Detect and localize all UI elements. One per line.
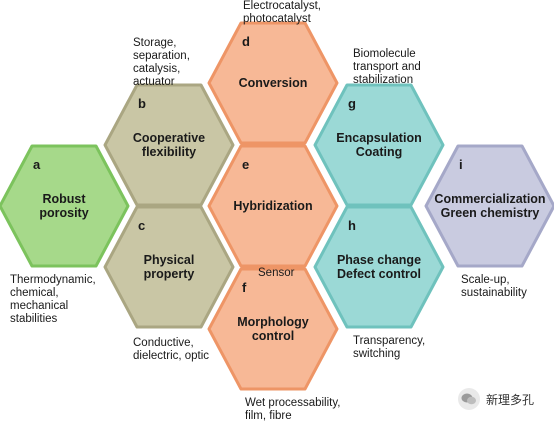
hexagon-d-letter: d	[242, 34, 250, 49]
hexagon-b-title-line: flexibility	[142, 145, 196, 159]
hexagon-b-shape	[103, 83, 235, 207]
hexagon-g-title-line: Coating	[356, 145, 403, 159]
hexagon-b-title-line: Cooperative	[133, 131, 205, 145]
hexagon-f-letter: f	[242, 280, 247, 295]
note-physical: Conductive, dielectric, optic	[133, 337, 210, 362]
hexagon-b-letter: b	[138, 96, 146, 111]
hexagon-d-shape	[207, 21, 339, 145]
note-conversion: Electrocatalyst, photocatalyst	[243, 0, 321, 25]
hexagon-i-letter: i	[459, 157, 463, 172]
hexagon-e-shape	[207, 144, 339, 268]
watermark-text: 新理多孔	[486, 392, 535, 407]
hexagon-f-title-line: Morphology	[237, 315, 309, 329]
hexagon-g-title-line: Encapsulation	[336, 131, 421, 145]
hexagon-c-letter: c	[138, 218, 145, 233]
hexagon-i-title-line: Green chemistry	[441, 206, 540, 220]
note-sensor: Sensor	[258, 267, 295, 279]
hexagon-h-shape	[313, 205, 445, 329]
note-phase: Transparency, switching	[353, 335, 426, 360]
hexagon-d-title-line: Conversion	[239, 76, 308, 90]
hexagon-i-title-line: Commercialization	[434, 192, 545, 206]
note-morphology: Wet processability, film, fibre	[245, 397, 341, 422]
hexagon-i-shape	[424, 144, 554, 268]
hexagon-g-letter: g	[348, 96, 356, 111]
hexagon-a-letter: a	[33, 157, 41, 172]
hexagon-g-shape	[313, 83, 445, 207]
wechat-icon	[458, 388, 480, 410]
note-encapsulation: Biomolecule transport and stabilization	[353, 48, 421, 86]
hexagon-c-title-line: Physical	[144, 253, 195, 267]
hexagon-e-title-line: Hybridization	[233, 199, 312, 213]
note-commercial: Scale-up, sustainability	[461, 274, 527, 299]
hexagon-c-title-line: property	[144, 267, 195, 281]
hexagon-c-shape	[103, 205, 235, 329]
hexagon-f-shape	[207, 267, 339, 391]
note-flexibility: Storage, separation, catalysis, actuator	[133, 37, 190, 88]
hexagon-a-title-line: Robust	[42, 192, 86, 206]
hexagon-h-title-line: Phase change	[337, 253, 421, 267]
watermark: 新理多孔	[458, 387, 534, 411]
hexagon-f-title-line: control	[252, 329, 294, 343]
hexagon-a-shape	[0, 144, 130, 268]
hexagon-h-letter: h	[348, 218, 356, 233]
note-porosity: Thermodynamic, chemical, mechanical stab…	[10, 274, 96, 325]
hexagon-e-letter: e	[242, 157, 249, 172]
hexagon-a-title-line: porosity	[39, 206, 88, 220]
hexagon-h-title-line: Defect control	[337, 267, 421, 281]
